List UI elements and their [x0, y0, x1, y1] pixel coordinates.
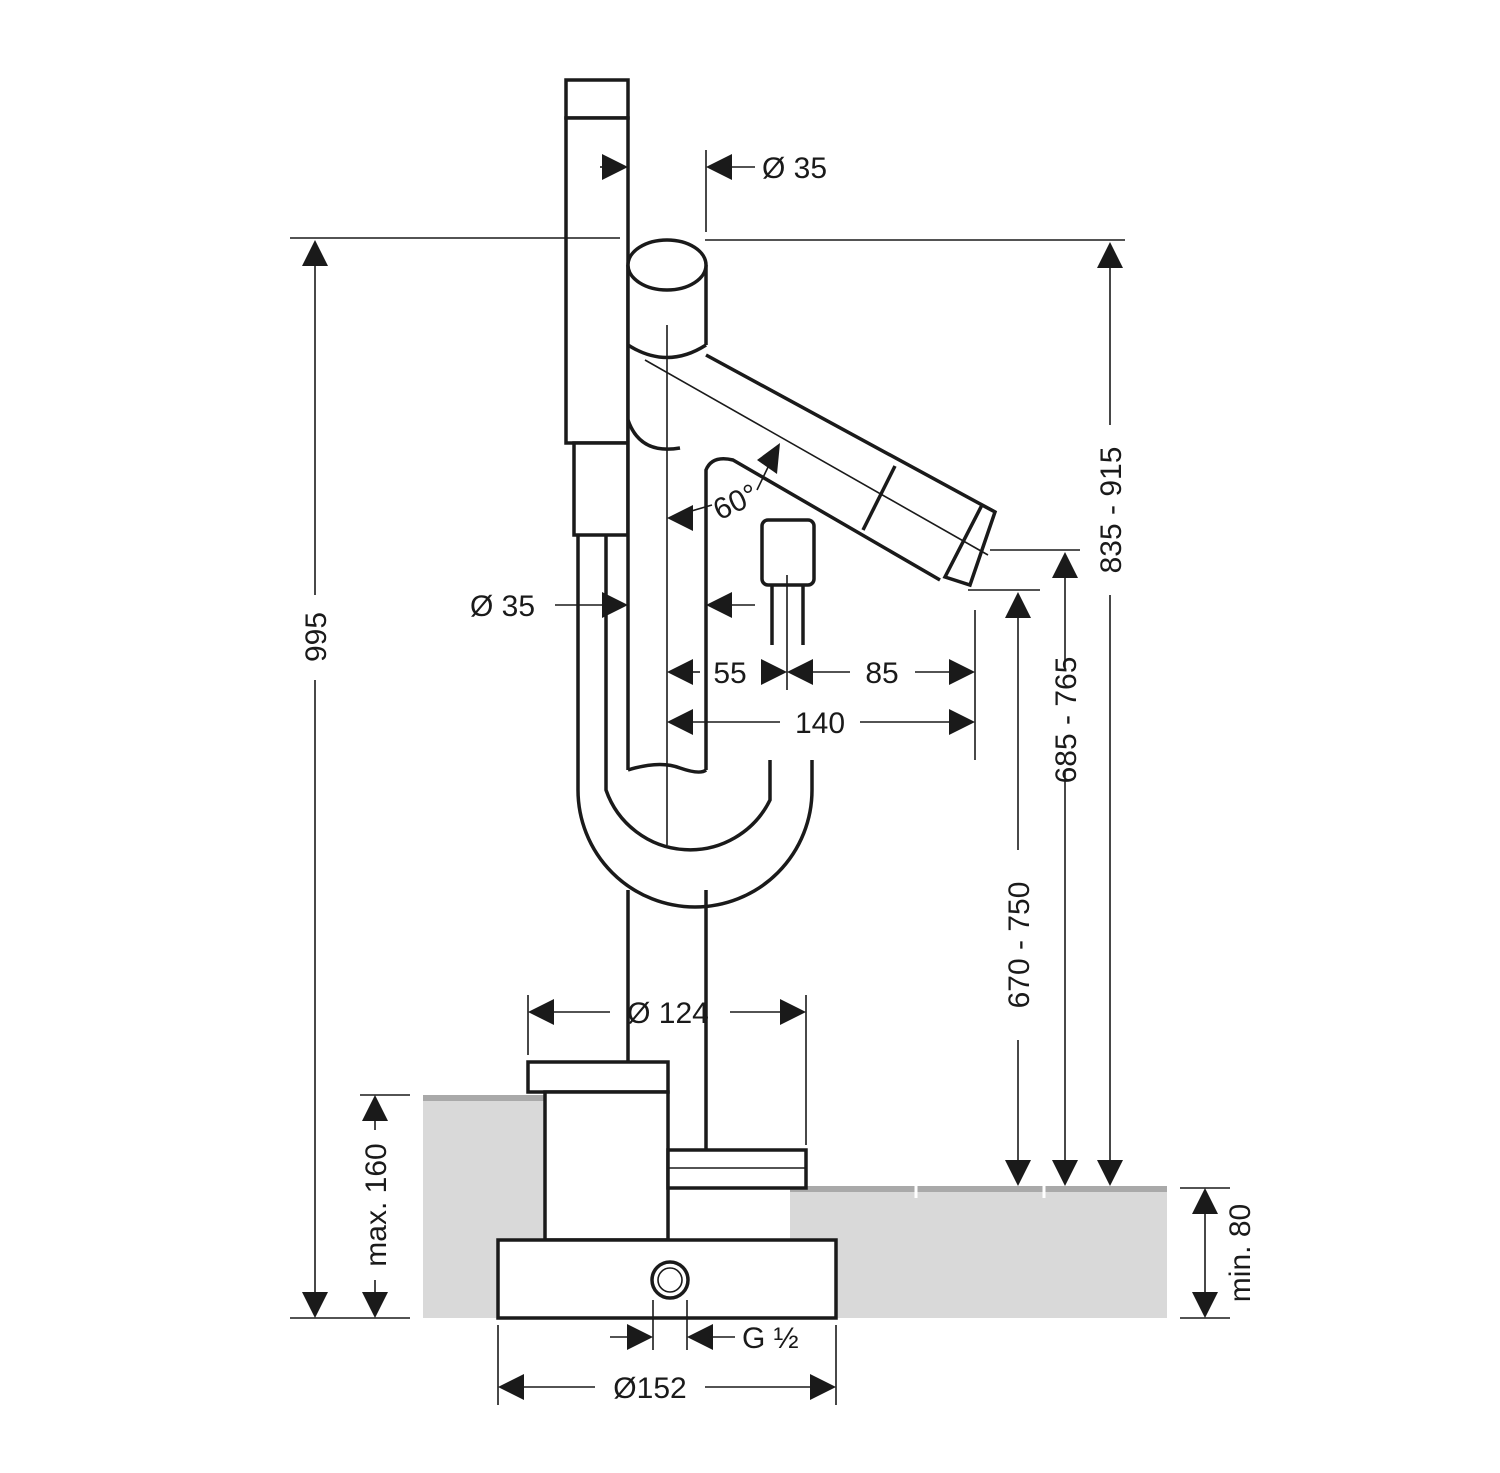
dimension-labels: 995 835 - 915 685 - 765 670 - 750 max. 1…	[300, 152, 1257, 1405]
label-min-depth: min. 80	[1224, 1204, 1257, 1302]
label-escutcheon-diameter: Ø152	[613, 1372, 686, 1405]
hand-shower	[564, 78, 630, 537]
label-spout-angle: 60°	[708, 478, 763, 527]
floor-left	[423, 1095, 545, 1318]
hose	[576, 535, 814, 909]
dimension-arrows	[302, 154, 1218, 1400]
label-offset-85: 85	[865, 657, 898, 690]
extension-lines	[290, 150, 1230, 1405]
label-spout-height-mid: 685 - 765	[1050, 657, 1083, 784]
label-base-diameter-124: Ø 124	[627, 997, 709, 1030]
label-column-diameter-side: Ø 35	[470, 590, 535, 623]
label-total-height: 995	[300, 612, 333, 662]
label-reach-140: 140	[795, 707, 845, 740]
label-spout-height-low: 670 - 750	[1003, 882, 1036, 1009]
base	[496, 1060, 838, 1320]
floor-right	[790, 1186, 1167, 1318]
label-spout-height-top: 835 - 915	[1095, 447, 1128, 574]
spout	[644, 353, 998, 690]
label-offset-55: 55	[713, 657, 746, 690]
dimension-lines	[314, 166, 1206, 1388]
label-column-diameter-top: Ø 35	[762, 152, 827, 185]
label-connection-thread: G ½	[742, 1322, 799, 1355]
label-max-depth: max. 160	[360, 1143, 393, 1266]
